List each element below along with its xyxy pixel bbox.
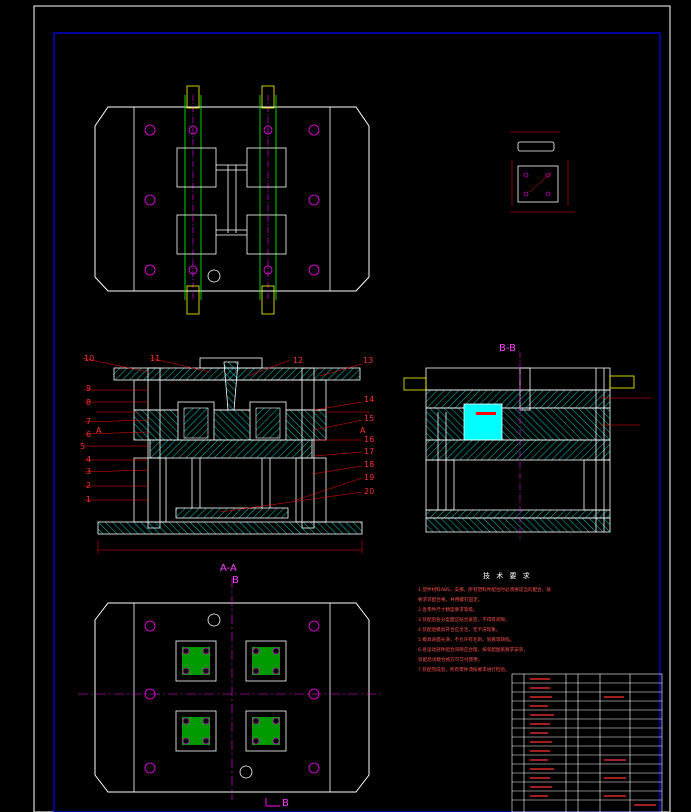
tech-note: 6.各运动部件配合间隙应合理，按装配图纸要求安装， <box>418 648 529 653</box>
tech-note: 7.装配完成后，所有零件须按要求进行检验。 <box>418 668 510 673</box>
tech-requirements-list: 1.塑件材料ABS，支撑。所有塑料件配合时必须要适当的配合，按 要求装配合格。并… <box>418 586 618 676</box>
part-number: 19 <box>364 473 375 482</box>
title-block-entries <box>530 678 656 806</box>
part-number: 18 <box>364 460 375 469</box>
part-number: 6 <box>86 430 92 439</box>
part-number: 2 <box>86 481 92 490</box>
part-number: 4 <box>86 455 92 464</box>
section-label-bb: B-B <box>499 343 516 354</box>
tech-note: 4.装配后模具开合应灵活，无卡滞现象。 <box>418 628 501 633</box>
part-number: 12 <box>293 356 304 365</box>
top-view <box>94 85 370 315</box>
part-number: 10 <box>84 354 95 363</box>
front-section-view <box>81 357 370 554</box>
aa-bottom-view <box>78 578 384 807</box>
part-number: 5 <box>80 442 86 451</box>
part-detail-view <box>510 131 575 213</box>
section-marker-b-bottom: B <box>282 798 289 809</box>
tech-note: 1.塑件材料ABS，支撑。所有塑料件配合时必须要适当的配合，按 <box>418 588 551 593</box>
part-number: 3 <box>86 467 92 476</box>
part-number: 8 <box>86 398 92 407</box>
title-block <box>511 673 663 812</box>
tech-note: 装配后试模合格方可交付使用。 <box>418 658 483 663</box>
part-number: 15 <box>364 414 375 423</box>
tech-note: 3.装配后各分型面应贴合紧密，不得有间隙。 <box>418 618 510 623</box>
outer-frame <box>33 5 671 812</box>
part-number: 17 <box>364 447 375 456</box>
tech-note: 2.各零件尺寸精度要求等级。 <box>418 608 478 613</box>
section-marker-b-top: B <box>232 575 239 586</box>
section-label-aa: A-A <box>220 563 237 574</box>
tech-note: 要求装配合格。并用螺钉固定。 <box>418 598 483 603</box>
section-marker-a-left: A <box>96 426 102 435</box>
inner-frame <box>53 32 661 812</box>
part-number: 20 <box>364 487 375 496</box>
tech-requirements-title: 技 术 要 求 <box>483 572 532 580</box>
part-number: 13 <box>363 356 374 365</box>
part-number: 9 <box>86 384 92 393</box>
part-number: 7 <box>86 417 92 426</box>
part-number: 14 <box>364 395 375 404</box>
part-number: 11 <box>150 354 161 363</box>
part-number: 1 <box>86 495 92 504</box>
section-marker-a-right: A <box>360 426 366 435</box>
bb-section-view <box>403 352 652 540</box>
part-number: 16 <box>364 435 375 444</box>
tech-note: 5.模具表面光滑，不允许有毛刺、划痕等缺陷。 <box>418 638 515 643</box>
